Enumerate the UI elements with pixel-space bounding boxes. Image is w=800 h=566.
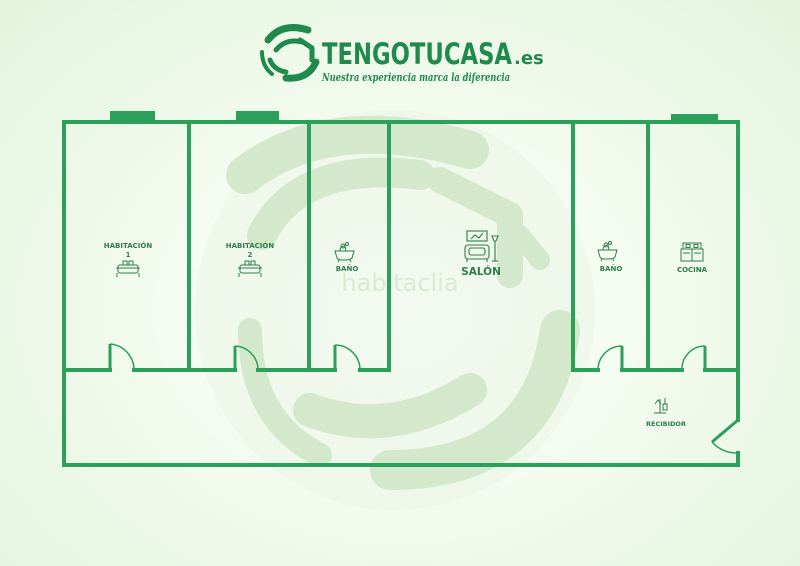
window-block-3 (671, 114, 718, 122)
door-bano-2 (597, 345, 624, 371)
door-habitacion-2 (233, 345, 259, 371)
room-label: SALÓN (461, 265, 501, 278)
stove-icon (680, 242, 704, 262)
room-bano-2: BAÑO (597, 241, 623, 273)
room-label-number: 1 (126, 251, 131, 259)
door-entrance (711, 418, 739, 454)
bathtub-icon (334, 242, 355, 263)
room-label: BAÑO (600, 264, 623, 273)
room-label-number: 2 (248, 251, 253, 259)
room-label: BAÑO (336, 264, 359, 273)
handshake-house-icon (260, 24, 320, 82)
door-bano-1 (333, 344, 361, 371)
watermark-logo-icon (195, 110, 595, 510)
doors (108, 343, 739, 454)
bed-icon (238, 260, 262, 277)
watermark-text: habitaclia (341, 269, 458, 297)
bed-icon (116, 260, 140, 277)
brand-name: TENGOTUCASA (322, 37, 512, 71)
brand-tagline: Nuestra experiencia marca la diferencia (321, 71, 510, 84)
floor-plan-walls (62, 111, 740, 467)
window-block-1 (110, 111, 155, 121)
door-cocina (681, 345, 707, 371)
room-salon: SALÓN (461, 230, 501, 278)
coat-hanger-icon (654, 398, 668, 414)
room-bano-1: BAÑO (334, 242, 359, 273)
armchair-icon (464, 230, 499, 262)
brand-logo: TENGOTUCASA .es Nuestra experiencia marc… (260, 24, 544, 84)
room-cocina: COCINA (677, 242, 708, 274)
room-label: HABITACIÓN (226, 241, 275, 250)
room-label: HABITACIÓN (104, 241, 153, 250)
brand-tld: .es (514, 48, 544, 69)
door-habitacion-1 (108, 343, 135, 371)
room-recibidor: RECIBIDOR (646, 398, 686, 428)
room-habitacion-2: HABITACIÓN 2 (226, 241, 275, 277)
room-label: RECIBIDOR (646, 420, 686, 428)
room-habitacion-1: HABITACIÓN 1 (104, 241, 153, 277)
window-block-2 (236, 111, 279, 121)
bathtub-icon (597, 241, 618, 262)
room-label: COCINA (677, 266, 708, 274)
